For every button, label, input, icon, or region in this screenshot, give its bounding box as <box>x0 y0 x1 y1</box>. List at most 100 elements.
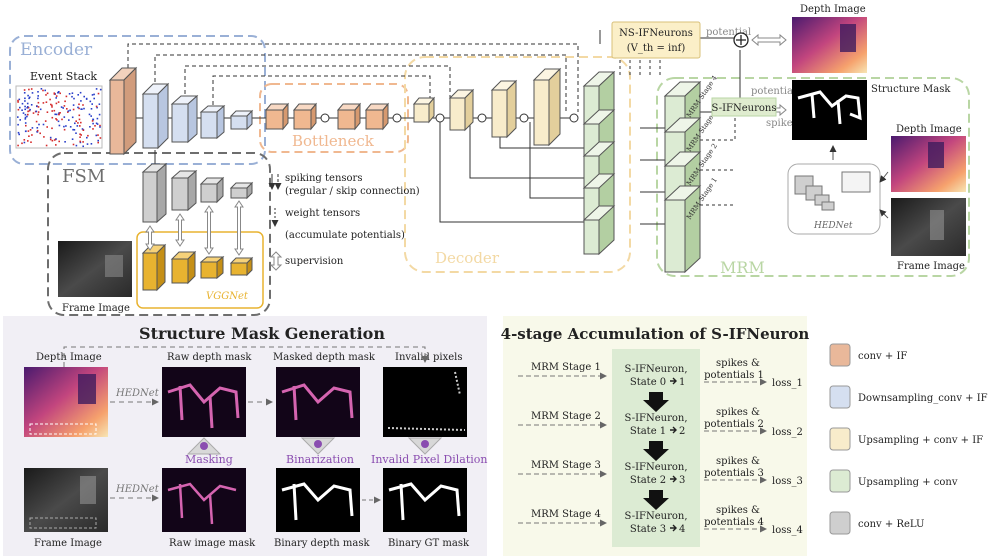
hednet-small-blocks <box>794 171 871 211</box>
mg-hednet-2: HEDNet <box>115 484 160 495</box>
vggnet-label: VGGNet <box>206 291 249 302</box>
line-legend: spiking tensors (regular / skip connecti… <box>268 173 420 271</box>
down-arrow-icon <box>643 490 669 510</box>
legend-label: Upsampling + conv + IF <box>858 435 983 446</box>
downsample-block-1 <box>141 82 170 150</box>
decoder-blocks <box>412 67 579 147</box>
accum-state-line2: State 0 <box>630 377 666 388</box>
accum-output-line1: spikes & <box>716 505 760 516</box>
legend-swatch <box>829 469 851 493</box>
s-ifneurons-box <box>711 97 777 117</box>
legend-label: conv + IF <box>858 351 907 362</box>
mg-invalid-pixels-label: Invalid pixels <box>395 352 462 363</box>
legend-weight-sub: (accumulate potentials) <box>285 230 405 241</box>
accum-output-line1: spikes & <box>716 456 760 467</box>
legend-item: Upsampling + conv <box>829 469 958 493</box>
legend-item: conv + ReLU <box>829 511 924 535</box>
legend-swatch <box>829 343 851 367</box>
accum-state-target: 2 <box>679 426 685 437</box>
legend-label: Upsampling + conv <box>858 477 958 488</box>
mg-frame-image-label: Frame Image <box>34 538 102 549</box>
fsm-supervision-arrows <box>145 200 244 256</box>
legend-supervision: supervision <box>285 256 344 267</box>
mg-binary-depth-mask-label: Binary depth mask <box>274 538 370 549</box>
legend-swatch <box>829 385 851 409</box>
accum-state-line1: S-IFNeuron, <box>624 462 687 473</box>
state-arrow-icon <box>670 377 677 385</box>
potential-label-2: potential <box>751 86 796 97</box>
accum-output-line1: spikes & <box>716 358 760 369</box>
hednet-small-label: HEDNet <box>813 221 853 231</box>
downsample-block-4 <box>229 109 254 131</box>
conv-if-block <box>108 66 138 156</box>
accum-loss-label: loss_2 <box>772 427 803 438</box>
accum-state-target: 4 <box>679 524 685 535</box>
encoder-region <box>9 35 266 165</box>
accum-state-line1: S-IFNeuron, <box>624 413 687 424</box>
accum-loss-label: loss_1 <box>772 378 803 389</box>
accum-state-line2: State 1 <box>630 426 666 437</box>
fsm-region <box>47 152 271 316</box>
event-stack-image <box>15 85 103 149</box>
ns-ifneurons-box <box>611 21 701 59</box>
accum-state-target: 3 <box>679 475 685 486</box>
frame-image-right <box>891 198 966 256</box>
accumulation-title: 4-stage Accumulation of S-IFNeuron <box>501 325 810 343</box>
mg-binary-gt-mask-label: Binary GT mask <box>388 538 470 549</box>
encoder-label: Encoder <box>20 40 93 60</box>
accum-state-line2: State 3 <box>630 524 666 535</box>
mrm-region <box>656 77 970 277</box>
decoder-label: Decoder <box>435 249 500 267</box>
frame-image-right-label: Frame Image <box>897 261 965 272</box>
mg-masking-label: Masking <box>185 453 233 466</box>
mrm-label: MRM <box>720 258 765 277</box>
accum-input-label: MRM Stage 3 <box>531 460 601 471</box>
structure-mask-label: Structure Mask <box>871 84 951 95</box>
vggnet-region <box>136 231 264 309</box>
state-arrow-icon <box>670 524 677 532</box>
accum-state-line2: State 2 <box>630 475 666 486</box>
down-arrow-icon <box>643 392 669 412</box>
accum-state-target: 1 <box>679 377 685 388</box>
legend-spiking-tensors: spiking tensors <box>285 173 362 184</box>
spike-label: spike <box>766 118 793 129</box>
accum-output-line2: potentials 2 <box>704 419 764 430</box>
downsample-block-2 <box>170 94 199 144</box>
accumulation-row: MRM Stage 3 S-IFNeuron, State 2 3 spikes &po… <box>518 456 803 510</box>
accum-output-line2: potentials 3 <box>704 468 764 479</box>
fsm-label: FSM <box>62 166 105 187</box>
accum-input-label: MRM Stage 4 <box>531 509 601 520</box>
state-arrow-icon <box>670 475 677 483</box>
vgg-blocks <box>141 243 254 292</box>
mg-dilation-label: Invalid Pixel Dilation <box>371 453 487 466</box>
mg-invalid-pixels <box>383 367 467 437</box>
legend-label: Downsampling_conv + IF <box>858 393 988 404</box>
bottleneck-label: Bottleneck <box>292 132 375 150</box>
mg-hednet-1: HEDNet <box>115 388 160 399</box>
ns-ifneurons-line2: (V_th = inf) <box>627 43 686 54</box>
ns-ifneurons-line1: NS-IFNeurons <box>619 28 693 39</box>
legend-item: Upsampling + conv + IF <box>829 427 983 451</box>
accum-output-line2: potentials 1 <box>704 370 764 381</box>
depth-output-arrow <box>751 33 787 47</box>
s-ifneurons-label: S-IFNeurons <box>712 103 777 114</box>
fsm-gray-blocks <box>141 162 254 224</box>
accum-loss-label: loss_3 <box>772 476 803 487</box>
mg-binarization-label: Binarization <box>286 453 354 466</box>
structure-mask-image <box>792 80 867 140</box>
accum-input-label: MRM Stage 2 <box>531 411 601 422</box>
mg-raw-depth-mask-label: Raw depth mask <box>167 352 252 363</box>
block-legend: conv + IF Downsampling_conv + IF Upsamplin… <box>829 343 988 535</box>
legend-swatch <box>829 511 851 535</box>
decoder-region <box>404 56 631 273</box>
accum-input-label: MRM Stage 1 <box>531 362 601 373</box>
legend-spiking-sub: (regular / skip connection) <box>285 186 420 197</box>
mg-process-arrows <box>186 437 443 455</box>
decoder-output-stack <box>582 70 616 256</box>
event-stack-label: Event Stack <box>30 70 97 83</box>
down-arrow-icon <box>643 441 669 461</box>
